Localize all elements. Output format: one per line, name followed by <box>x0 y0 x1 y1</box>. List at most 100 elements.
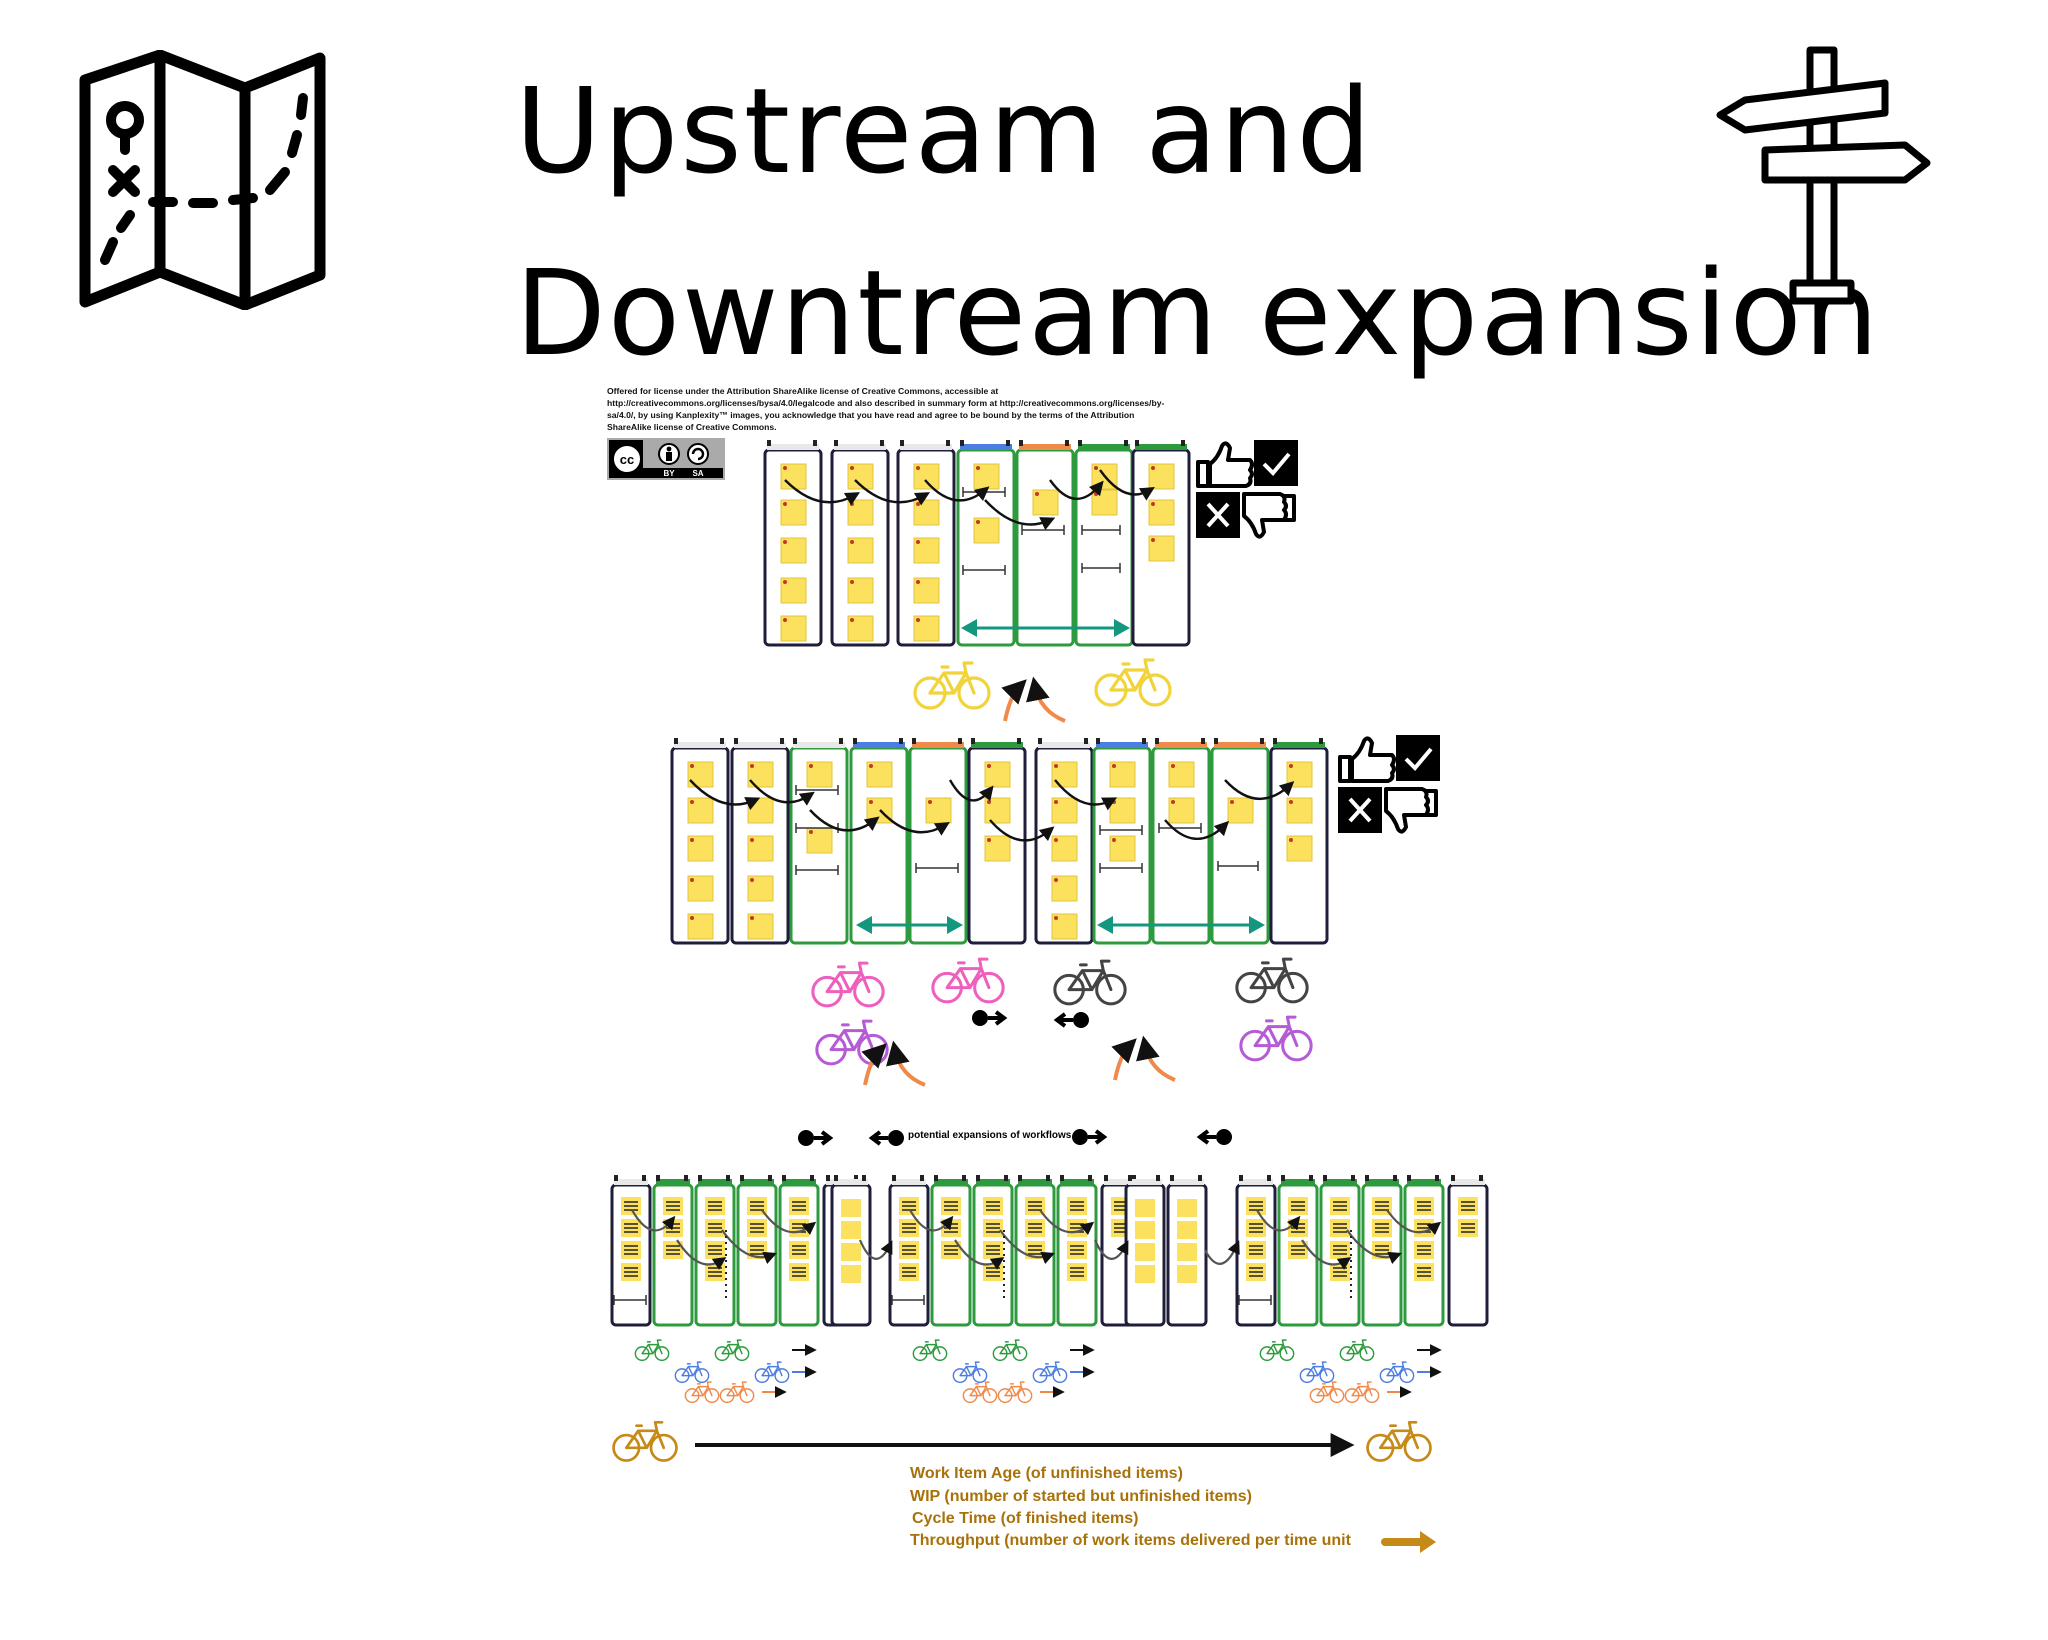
sticky-note <box>1177 1199 1197 1217</box>
sticky-lines <box>902 1267 916 1277</box>
column-pin <box>854 1175 858 1181</box>
bicycle-icon <box>931 957 1005 1004</box>
column-cap <box>1323 1179 1357 1185</box>
sticky-pin <box>1171 800 1175 804</box>
board-column <box>736 1175 778 1327</box>
board-column <box>1056 1175 1098 1327</box>
sticky-note <box>1177 1265 1197 1283</box>
sticky-pin <box>690 878 694 882</box>
bicycle-icon <box>684 1381 720 1404</box>
sticky-pin <box>690 916 694 920</box>
flow-arrow <box>1224 779 1295 800</box>
bicycle-icon <box>913 661 991 710</box>
sticky-note <box>1168 761 1195 788</box>
column-cap <box>853 742 905 748</box>
column-cap <box>1239 1179 1273 1185</box>
column-pin <box>1319 738 1323 744</box>
column-cap <box>782 1179 816 1185</box>
column-frame <box>908 746 968 945</box>
column-cap <box>1451 1179 1485 1185</box>
flow-arrow <box>676 1239 727 1270</box>
sticky-pin <box>1112 838 1116 842</box>
column-pin <box>642 1175 646 1181</box>
board-column <box>1151 738 1211 945</box>
cycle-span-head <box>856 916 872 934</box>
sticky-pin <box>809 830 813 834</box>
column-cap <box>767 444 819 450</box>
column-cap <box>971 742 1023 748</box>
metric-throughput: Throughput (number of work items deliver… <box>910 1532 1351 1549</box>
sticky-lines <box>708 1223 722 1233</box>
bicycle-icon <box>1379 1361 1415 1384</box>
sticky-note <box>841 1199 861 1217</box>
orange-expansion-arrow <box>886 1040 926 1087</box>
column-frame <box>1015 448 1075 647</box>
wip-limit-marker <box>795 865 839 875</box>
column-cap <box>1407 1179 1441 1185</box>
bicycle-icon <box>1053 959 1127 1006</box>
flow-arrow <box>989 819 1055 842</box>
column-cap <box>1155 742 1207 748</box>
column-cap <box>1281 1179 1315 1185</box>
column-pin <box>1004 1175 1008 1181</box>
column-pin <box>1096 738 1100 744</box>
wip-limit-marker <box>1081 525 1121 535</box>
board-column <box>1034 738 1094 945</box>
sticky-lines <box>1028 1201 1042 1211</box>
sticky-note <box>1177 1221 1197 1239</box>
flow-arrow <box>1049 479 1104 501</box>
sticky-pin <box>1230 800 1234 804</box>
expansion-label: potential expansions of workflows <box>908 1130 1072 1141</box>
push-pull-marker <box>798 1130 834 1146</box>
board-column <box>888 1175 930 1327</box>
column-cap <box>960 444 1012 450</box>
orange-expansion-arrow <box>1026 676 1066 723</box>
orange-expansion-arrow <box>1111 1038 1137 1081</box>
check-icon <box>1404 747 1433 771</box>
sticky-lines <box>1070 1267 1084 1277</box>
sticky-lines <box>1333 1223 1347 1233</box>
sticky-pin <box>987 838 991 842</box>
board-column <box>1403 1175 1445 1327</box>
orange-expansion-arrow <box>1001 679 1027 722</box>
sticky-pin <box>783 502 787 506</box>
sticky-pin <box>1289 838 1293 842</box>
sticky-lines <box>986 1223 1000 1233</box>
flow-arrow <box>954 1239 1005 1270</box>
cycle-span-head <box>1249 916 1265 934</box>
wip-limit-marker <box>613 1295 647 1305</box>
sticky-note <box>1177 1243 1197 1261</box>
sticky-pin <box>690 764 694 768</box>
sticky-pin <box>850 502 854 506</box>
cross-icon <box>1348 797 1372 823</box>
sticky-lines <box>708 1201 722 1211</box>
board-column <box>694 1175 736 1327</box>
flow-arrow <box>631 1209 676 1232</box>
flow-arrow <box>1054 779 1118 811</box>
sticky-note <box>1135 1221 1155 1239</box>
sticky-pin <box>1035 492 1039 496</box>
board-column <box>956 440 1016 647</box>
sticky-lines <box>1249 1245 1263 1255</box>
flow-arrow <box>689 779 761 811</box>
wip-limit-marker <box>795 785 839 795</box>
bicycle-icon <box>811 961 885 1008</box>
signpost-icon <box>1716 46 1931 305</box>
column-pin <box>1479 1175 1483 1181</box>
flow-arrow <box>1386 1209 1442 1236</box>
sticky-lines <box>902 1201 916 1211</box>
column-pin <box>834 440 838 446</box>
sticky-lines <box>1028 1245 1042 1255</box>
sticky-lines <box>666 1201 680 1211</box>
sticky-pin <box>1054 764 1058 768</box>
column-pin <box>899 738 903 744</box>
sticky-pin <box>850 580 854 584</box>
board-column <box>830 1175 872 1327</box>
sticky-pin <box>916 540 920 544</box>
sticky-lines <box>902 1245 916 1255</box>
board-column <box>972 1175 1014 1327</box>
bicycle-icon <box>952 1361 988 1384</box>
column-pin <box>1155 738 1159 744</box>
sticky-pin <box>809 764 813 768</box>
column-pin <box>958 738 962 744</box>
